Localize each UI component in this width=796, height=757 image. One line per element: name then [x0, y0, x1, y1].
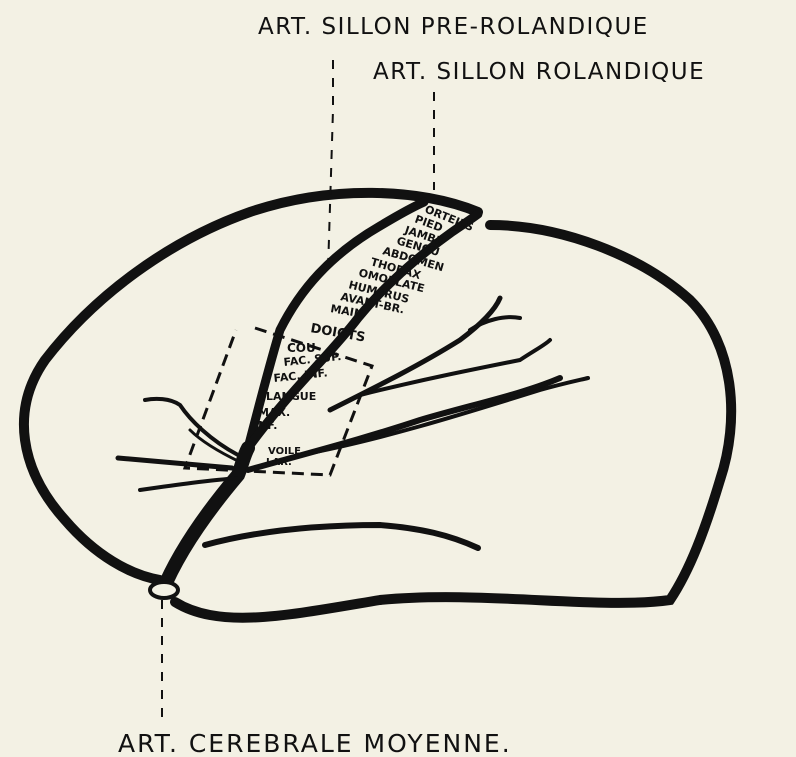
- branch-angular: [360, 340, 550, 395]
- region-langue: LANGUE: [266, 390, 316, 403]
- label-pre-rolandique: ART. SILLON PRE-ROLANDIQUE: [258, 14, 649, 40]
- region-voile-lar: LAR.: [266, 457, 292, 468]
- branch-frontal-2: [118, 458, 232, 468]
- branch-temporal: [205, 525, 478, 548]
- branch-frontal-4: [190, 430, 240, 462]
- region-voile: VOILE: [268, 446, 301, 457]
- region-max: MAX.: [258, 406, 290, 419]
- mca-cut-section: [150, 582, 178, 598]
- region-max-inf: INF.: [254, 419, 277, 432]
- label-cerebrale-moyenne: ART. CEREBRALE MOYENNE.: [118, 729, 512, 757]
- label-rolandique: ART. SILLON ROLANDIQUE: [373, 59, 705, 85]
- leader-pre-rolandique: [328, 60, 333, 270]
- region-fac-inf: FAC. INF.: [273, 366, 328, 385]
- region-labels: ORTEILS PIED JAMBE GENOU ABDOMEN THORAX …: [254, 203, 475, 468]
